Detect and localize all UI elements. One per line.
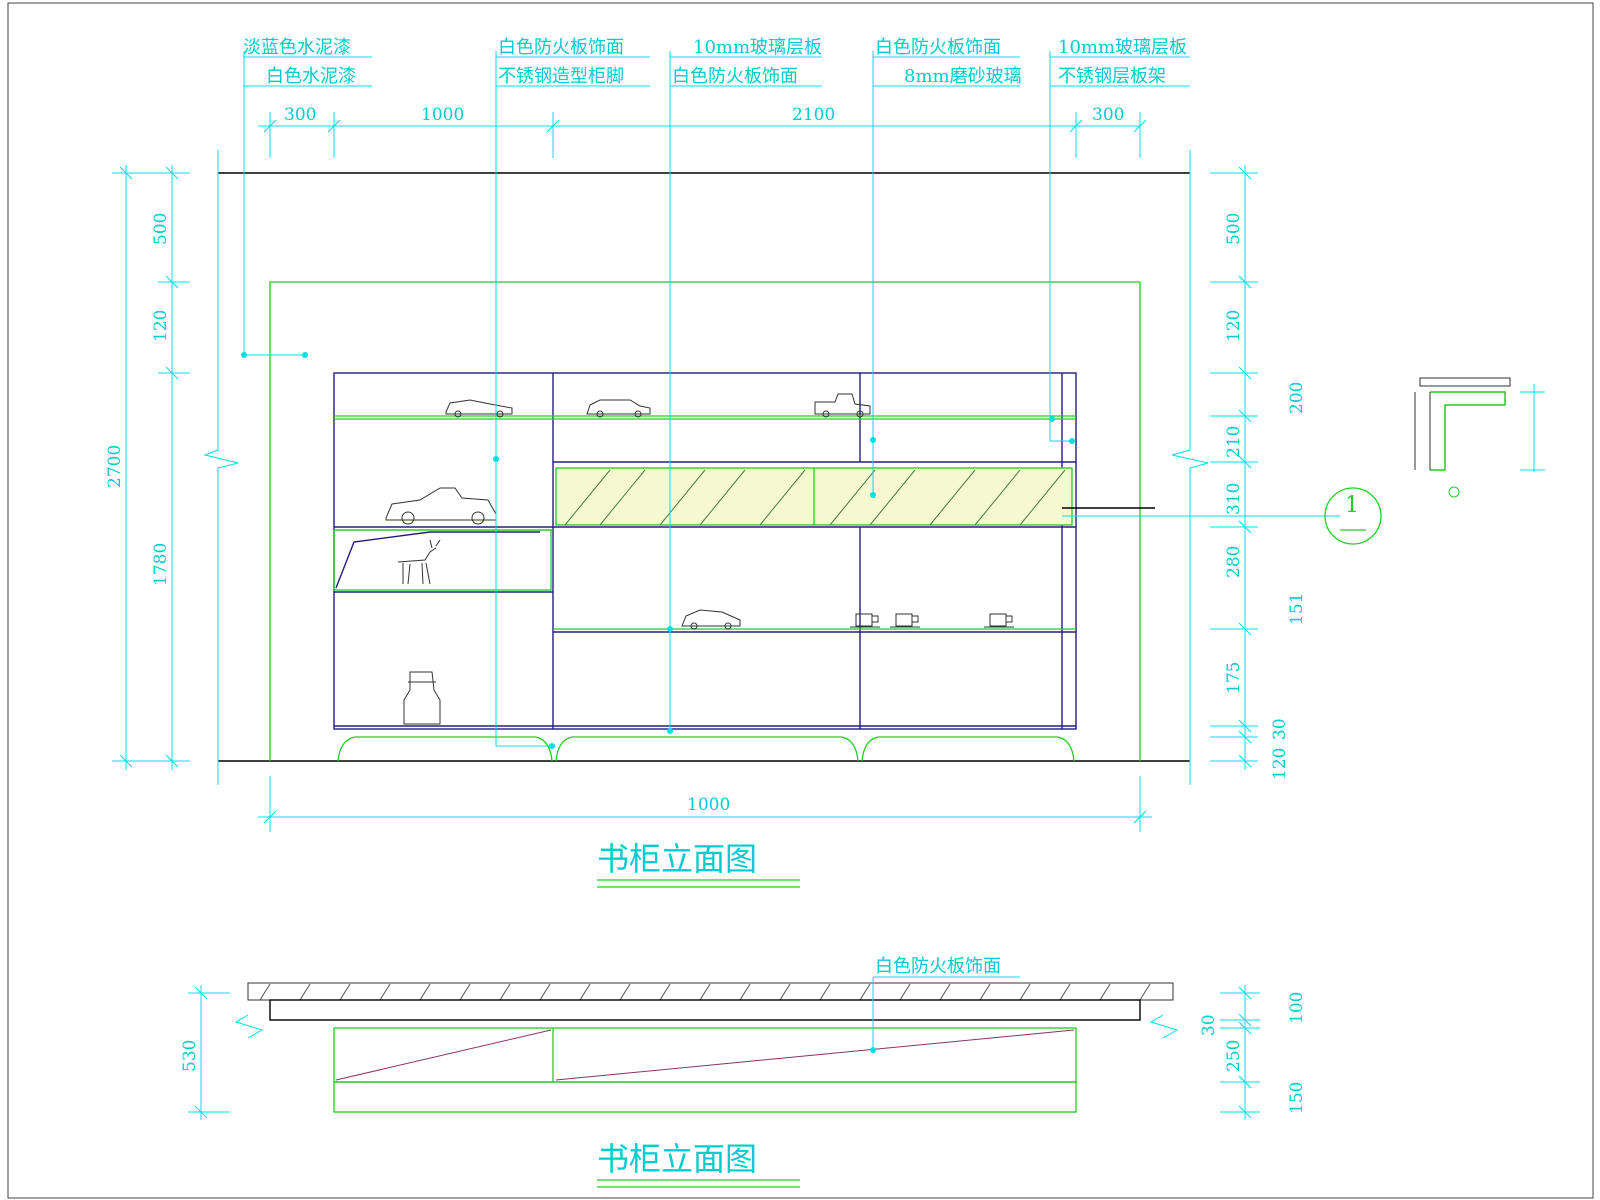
bottom-dimension: 1000 bbox=[258, 776, 1152, 832]
dimension-label: 200 bbox=[1287, 382, 1307, 414]
note-label: 不锈钢造型柜脚 bbox=[498, 66, 624, 87]
car-icon bbox=[681, 609, 741, 630]
elevation-title: 书柜立面图 bbox=[597, 840, 757, 878]
top-dimensions: 300 1000 2100 300 bbox=[258, 105, 1147, 158]
dimension-label: 300 bbox=[284, 105, 316, 125]
cup-icon bbox=[850, 613, 880, 628]
dimension-label: 100 bbox=[1287, 992, 1307, 1024]
dimension-label: 280 bbox=[1224, 546, 1244, 578]
note-label: 白色防火板饰面 bbox=[875, 37, 1001, 58]
cup-icon bbox=[984, 613, 1014, 628]
note-group-left: 淡蓝色水泥漆 白色水泥漆 bbox=[243, 37, 372, 87]
right-dimensions: 500 120 200 210 310 280 151 175 30 120 bbox=[1210, 165, 1307, 780]
dimension-label: 250 bbox=[1224, 1040, 1244, 1072]
dimension-label: 1000 bbox=[421, 105, 464, 125]
plan-right-dimensions: 30 100 250 150 bbox=[1199, 985, 1307, 1120]
dimension-label: 30 bbox=[1270, 718, 1290, 740]
dimension-label: 500 bbox=[1224, 213, 1244, 245]
dimension-label: 30 bbox=[1199, 1014, 1219, 1036]
note-group-mid1: 白色防火板饰面 不锈钢造型柜脚 bbox=[496, 37, 650, 87]
left-dimensions: 500 120 2700 1780 bbox=[105, 165, 190, 770]
car-icon bbox=[445, 399, 513, 418]
note-label: 8mm磨砂玻璃 bbox=[904, 66, 1022, 87]
vase-icon bbox=[403, 671, 441, 725]
note-label: 白色防火板饰面 bbox=[498, 37, 624, 58]
section-mark-label: 1 bbox=[1345, 493, 1359, 518]
dimension-label: 175 bbox=[1224, 662, 1244, 694]
note-label: 不锈钢层板架 bbox=[1058, 66, 1166, 87]
dimension-label: 210 bbox=[1224, 426, 1244, 458]
sheet-border bbox=[7, 2, 1594, 1199]
note-label: 白色水泥漆 bbox=[266, 66, 356, 87]
car-icon bbox=[586, 399, 651, 418]
note-group-mid3: 白色防火板饰面 8mm磨砂玻璃 bbox=[873, 37, 1022, 87]
dimension-label: 1000 bbox=[687, 795, 730, 815]
plan-view: 白色防火板饰面 530 30 bbox=[180, 956, 1307, 1188]
dimension-label: 530 bbox=[180, 1040, 200, 1072]
plan-note-label: 白色防火板饰面 bbox=[875, 956, 1001, 977]
vintage-car-icon bbox=[385, 487, 497, 525]
truck-icon bbox=[814, 393, 871, 418]
plan-title: 书柜立面图 bbox=[597, 1140, 757, 1178]
cup-icon bbox=[890, 613, 920, 628]
section-marker: 1 bbox=[1324, 487, 1382, 545]
elevation-view: 淡蓝色水泥漆 白色水泥漆 白色防火板饰面 不锈钢造型柜脚 10mm玻璃层板 白色… bbox=[105, 37, 1545, 888]
dimension-label: 120 bbox=[1224, 310, 1244, 342]
dimension-label: 310 bbox=[1224, 483, 1244, 515]
note-group-mid2: 10mm玻璃层板 白色防火板饰面 bbox=[670, 37, 822, 87]
dimension-label: 300 bbox=[1092, 105, 1124, 125]
dimension-label: 500 bbox=[151, 213, 171, 245]
dimension-label: 120 bbox=[151, 310, 171, 342]
dimension-label: 150 bbox=[1287, 1082, 1307, 1114]
deer-icon bbox=[397, 539, 441, 585]
dimension-label: 1780 bbox=[151, 543, 171, 586]
dimension-label: 120 bbox=[1270, 748, 1290, 780]
note-label: 白色防火板饰面 bbox=[672, 66, 798, 87]
note-label: 淡蓝色水泥漆 bbox=[243, 37, 351, 58]
dimension-label: 2700 bbox=[105, 445, 125, 488]
dimension-label: 151 bbox=[1287, 593, 1307, 625]
note-group-right: 10mm玻璃层板 不锈钢层板架 bbox=[1050, 37, 1190, 87]
note-label: 10mm玻璃层板 bbox=[693, 37, 822, 58]
note-label: 10mm玻璃层板 bbox=[1058, 37, 1187, 58]
detail-sketch bbox=[1414, 377, 1545, 498]
plan-left-dimension: 530 bbox=[180, 985, 230, 1120]
dimension-label: 2100 bbox=[792, 105, 835, 125]
